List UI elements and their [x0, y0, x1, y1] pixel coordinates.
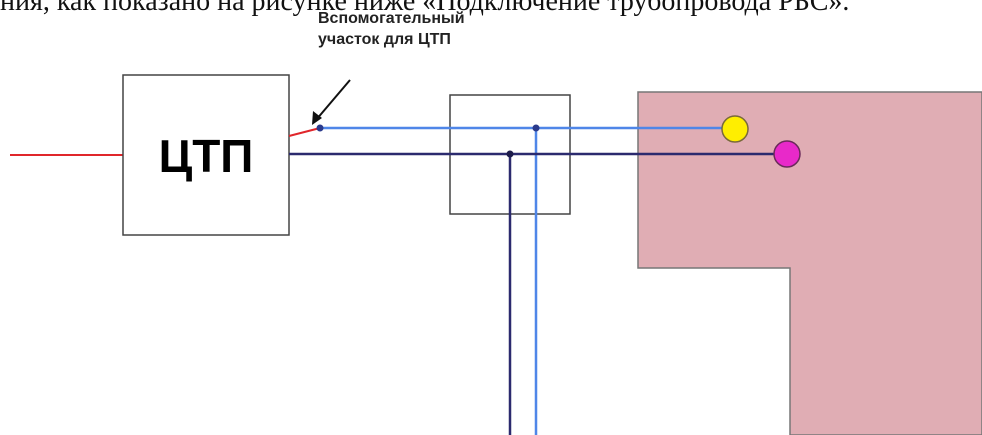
yellow-node[interactable]: [721, 115, 749, 143]
ctp-box[interactable]: [122, 74, 290, 236]
magenta-node[interactable]: [773, 140, 801, 168]
light-blue-junction[interactable]: [532, 124, 540, 132]
dark-blue-junction[interactable]: [506, 150, 514, 158]
aux-node[interactable]: [316, 124, 324, 132]
building-area[interactable]: [637, 91, 982, 435]
caption-text: ния, как показано на рисунке ниже «Подкл…: [0, 0, 850, 17]
ctp-label: ЦТП: [159, 130, 254, 182]
auxiliary-segment[interactable]: [288, 127, 321, 137]
auxiliary-annotation: Вспомогательный участок для ЦТП: [318, 8, 465, 50]
annotation-line-1: Вспомогательный: [318, 10, 465, 27]
annotation-arrow-line: [315, 79, 351, 121]
annotation-arrowhead: [312, 111, 322, 125]
annotation-line-2: участок для ЦТП: [318, 31, 451, 48]
